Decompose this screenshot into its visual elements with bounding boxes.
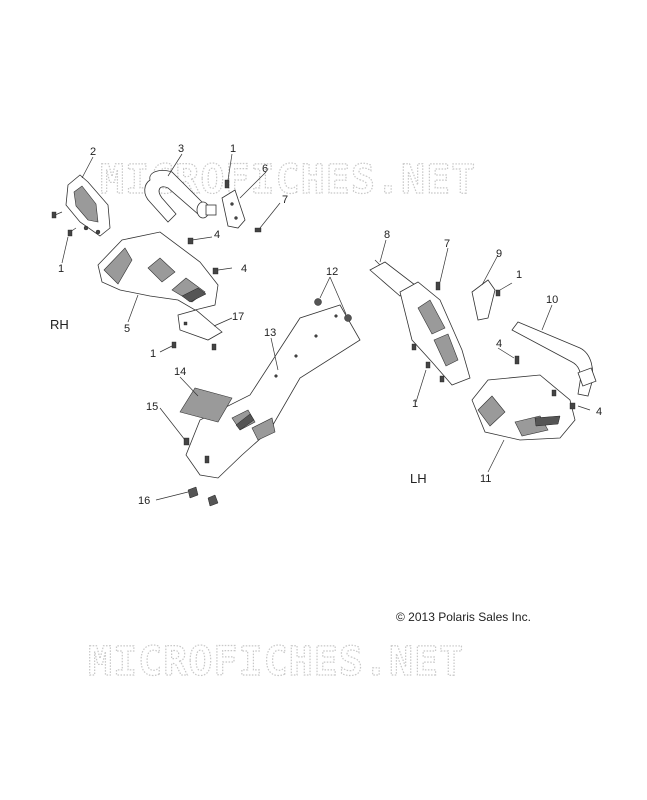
callout-7: 7 <box>444 238 450 250</box>
callout-6: 6 <box>262 163 268 175</box>
watermark-bottom: MICROFICHES.NET <box>88 639 464 685</box>
part-5-heat-shield[interactable] <box>97 231 219 311</box>
bolt-lh-7 <box>435 281 441 291</box>
part-17-bracket[interactable] <box>177 309 223 351</box>
callout-4: 4 <box>596 406 602 418</box>
part-lh-heat-shield[interactable] <box>399 281 471 386</box>
callout-7: 7 <box>282 194 288 206</box>
bolt-rh-4b <box>212 267 233 275</box>
leader-lines <box>61 153 553 501</box>
callout-10: 10 <box>546 294 558 306</box>
callout-17: 17 <box>232 311 244 323</box>
bolt-lh-4a <box>514 355 520 365</box>
label-lh: LH <box>410 471 427 486</box>
callout-4: 4 <box>496 338 502 350</box>
callout-1: 1 <box>58 263 64 275</box>
callout-1: 1 <box>150 348 156 360</box>
bolt-lh-1b <box>411 343 445 383</box>
callout-1: 1 <box>412 398 418 410</box>
part-9-bracket[interactable] <box>471 279 496 321</box>
bolt-rh-4a <box>187 236 213 245</box>
callout-11: 11 <box>480 473 491 485</box>
part-14-label[interactable] <box>179 387 233 423</box>
part-3-exhaust-pipe[interactable] <box>144 170 217 223</box>
callout-1: 1 <box>516 269 522 281</box>
copyright-notice: © 2013 Polaris Sales Inc. <box>396 610 531 624</box>
callout-15: 15 <box>146 401 158 413</box>
callout-16: 16 <box>138 495 150 507</box>
bolt-lh-4b <box>551 389 591 411</box>
callout-4: 4 <box>241 263 247 275</box>
callout-14: 14 <box>174 366 186 378</box>
bolt-lh-1a <box>495 282 513 297</box>
label-rh: RH <box>50 317 69 332</box>
part-11-heat-shield[interactable] <box>471 374 576 441</box>
callout-12: 12 <box>326 266 338 278</box>
part-15-bolt <box>183 437 210 464</box>
part-13-skid-plate[interactable] <box>185 304 361 479</box>
bolt-rh-1d <box>159 341 177 353</box>
callout-9: 9 <box>496 248 502 260</box>
callout-1: 1 <box>230 143 236 155</box>
callout-3: 3 <box>178 143 184 155</box>
bolt-rh-1b <box>224 179 230 189</box>
bolt-rh-7 <box>254 227 262 233</box>
part-16-clips[interactable] <box>187 486 219 507</box>
callout-2: 2 <box>90 146 96 158</box>
callout-13: 13 <box>264 327 276 339</box>
callout-8: 8 <box>384 229 390 241</box>
part-2-bracket[interactable] <box>65 174 111 237</box>
bolt-rh-1a <box>51 211 77 237</box>
callout-5: 5 <box>124 323 130 335</box>
part-6-bracket[interactable] <box>221 189 246 229</box>
callout-4: 4 <box>214 229 220 241</box>
part-12-nuts[interactable] <box>314 298 352 322</box>
part-10-exhaust-pipe[interactable] <box>511 321 597 397</box>
